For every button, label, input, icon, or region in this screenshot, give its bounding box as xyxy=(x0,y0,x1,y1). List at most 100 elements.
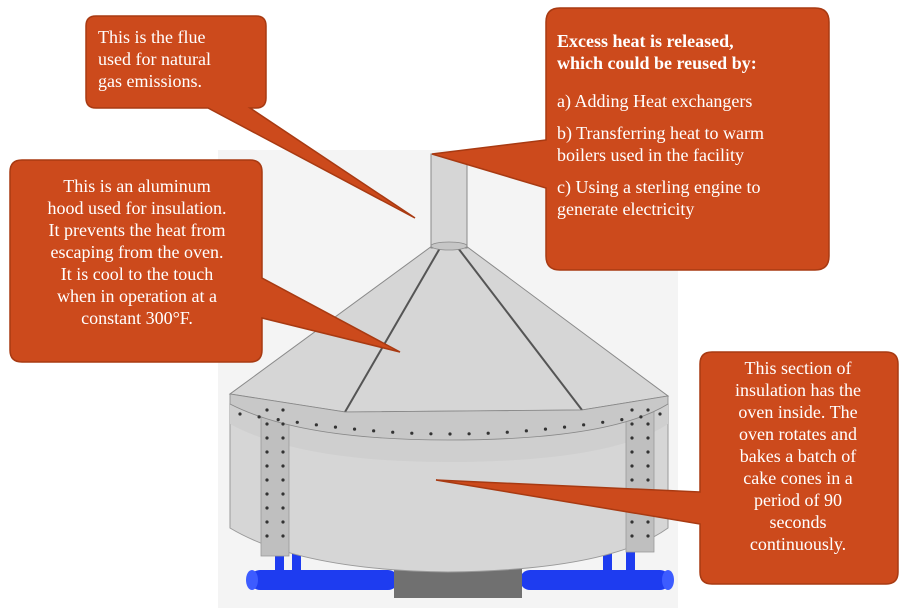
rivet xyxy=(281,436,285,440)
rivet-group xyxy=(238,408,662,538)
rivet xyxy=(265,436,269,440)
rivet xyxy=(265,534,269,538)
rivet xyxy=(265,450,269,454)
heat-option-a-line: a) Adding Heat exchangers xyxy=(557,91,753,111)
rivet xyxy=(630,478,634,482)
flue-line: gas emissions. xyxy=(98,71,203,91)
hood-line: It is cool to the touch xyxy=(60,264,214,284)
rivet xyxy=(601,420,605,424)
hood-line: escaping from the oven. xyxy=(50,242,224,262)
rivet xyxy=(410,431,414,435)
section-line: insulation has the xyxy=(735,380,861,400)
section-line: continuously. xyxy=(749,534,847,554)
rivet xyxy=(281,450,285,454)
heat-heading-line: Excess heat is released, xyxy=(557,31,734,51)
hood-line: This is an aluminum xyxy=(63,176,211,196)
rivet xyxy=(646,464,650,468)
pipe-riser-l2 xyxy=(292,548,301,576)
heat-option-a: a) Adding Heat exchangers xyxy=(557,90,825,112)
rivet xyxy=(658,412,662,416)
rivet xyxy=(314,423,318,427)
rivet xyxy=(630,464,634,468)
pipe-cap-left xyxy=(246,570,258,590)
rivet xyxy=(630,422,634,426)
insulation-band xyxy=(230,404,668,462)
section-callout-text: This section of insulation has the oven … xyxy=(706,357,890,555)
rivet xyxy=(276,418,280,422)
heat-option-c-line: c) Using a sterling engine to xyxy=(557,177,761,197)
pipe-system xyxy=(246,548,674,590)
rivet xyxy=(630,450,634,454)
rivet xyxy=(630,534,634,538)
hood-line: It prevents the heat from xyxy=(48,220,226,240)
rivet xyxy=(372,429,376,433)
hood-callout-shape xyxy=(9,159,401,363)
rivet xyxy=(281,478,285,482)
hood-rim xyxy=(229,393,669,441)
pipe-left xyxy=(250,570,398,590)
rivet xyxy=(281,506,285,510)
pipe-riser-r2 xyxy=(626,548,635,576)
rivet xyxy=(582,423,586,427)
rivet xyxy=(281,534,285,538)
rivet xyxy=(646,450,650,454)
flue-pipe xyxy=(430,153,468,249)
rivet xyxy=(281,422,285,426)
rivet xyxy=(265,520,269,524)
rivet xyxy=(448,432,452,436)
rivet xyxy=(646,478,650,482)
hood-line: when in operation at a xyxy=(57,286,217,306)
flue-line: This is the flue xyxy=(98,27,206,47)
rivet xyxy=(646,534,650,538)
hood-line: constant 300°F. xyxy=(81,308,193,328)
section-line: seconds xyxy=(769,512,827,532)
section-callout-shape xyxy=(435,351,899,585)
heat-heading: Excess heat is released, which could be … xyxy=(557,30,825,74)
pipe-right xyxy=(520,570,670,590)
rivet xyxy=(630,520,634,524)
rivet xyxy=(646,422,650,426)
rivet xyxy=(543,427,548,431)
rivet xyxy=(646,520,650,524)
section-line: oven inside. The xyxy=(738,402,858,422)
rivet xyxy=(505,430,509,434)
pipe-cap-right xyxy=(662,570,674,590)
heat-heading-line: which could be reused by: xyxy=(557,53,757,73)
section-line: cake cones in a xyxy=(743,468,853,488)
flue-line: used for natural xyxy=(98,49,211,69)
heat-option-c-line: generate electricity xyxy=(557,199,695,219)
rivet xyxy=(646,408,650,412)
pipe-riser-l1 xyxy=(275,548,284,576)
rivet xyxy=(630,408,634,412)
rivet xyxy=(265,422,269,426)
rivet xyxy=(238,412,242,416)
heat-option-b-line: boilers used in the facility xyxy=(557,145,744,165)
rivet xyxy=(333,425,338,429)
heat-option-c: c) Using a sterling engine to generate e… xyxy=(557,176,825,220)
rivet xyxy=(281,492,285,496)
rivet xyxy=(281,520,285,524)
rivet xyxy=(265,492,269,496)
section-line: oven rotates and xyxy=(739,424,857,444)
rivet xyxy=(295,420,299,424)
rivet xyxy=(524,429,528,433)
rivet xyxy=(562,425,567,429)
rivet xyxy=(281,408,285,412)
hood-line: hood used for insulation. xyxy=(47,198,227,218)
rivet xyxy=(265,506,269,510)
heat-option-b: b) Transferring heat to warm boilers use… xyxy=(557,122,825,166)
rivet xyxy=(486,431,490,435)
rivet xyxy=(257,415,261,419)
hood-callout-text: This is an aluminum hood used for insula… xyxy=(18,175,256,329)
section-line: bakes a batch of xyxy=(739,446,857,466)
rivet xyxy=(429,432,433,436)
rivet xyxy=(352,427,357,431)
heat-callout-text: Excess heat is released, which could be … xyxy=(557,30,825,230)
heat-option-b-line: b) Transferring heat to warm xyxy=(557,123,764,143)
pipe-riser-r1 xyxy=(603,548,612,576)
flue-callout-shape xyxy=(85,15,416,219)
rivet xyxy=(265,464,269,468)
rivet xyxy=(467,432,471,436)
